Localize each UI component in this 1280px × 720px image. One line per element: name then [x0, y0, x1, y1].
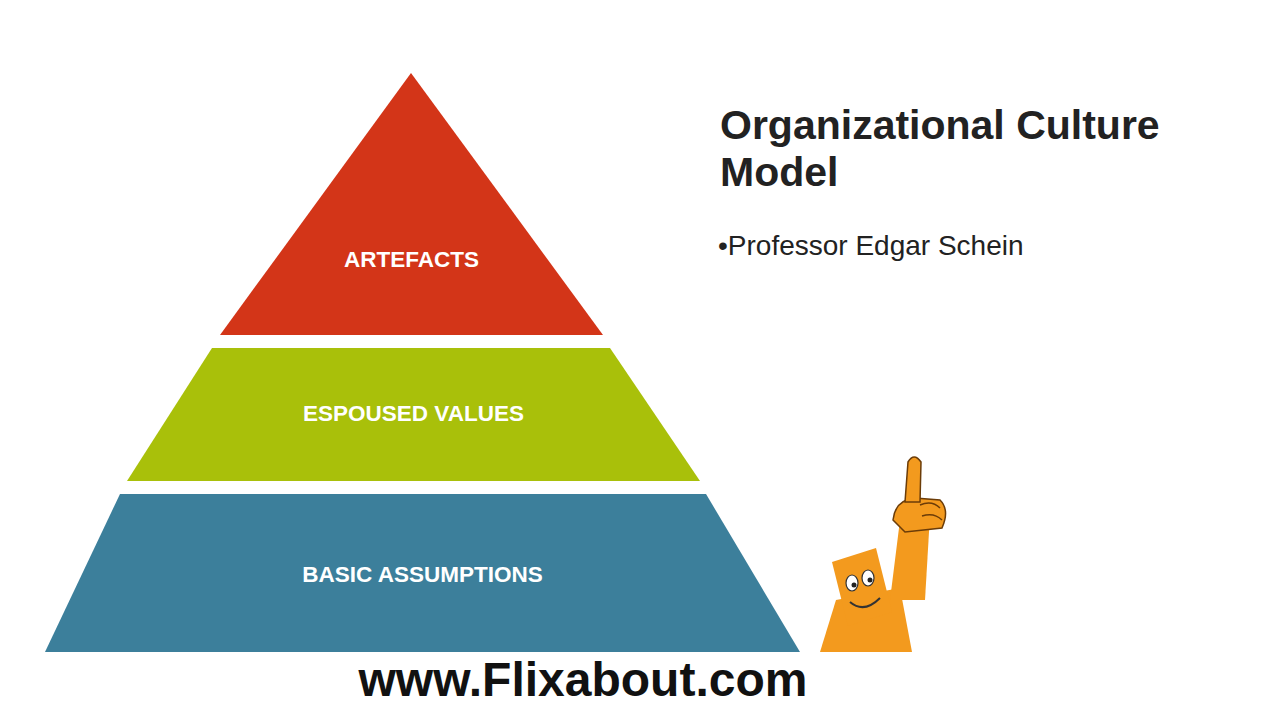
layer-label: BASIC ASSUMPTIONS: [45, 562, 800, 588]
pyramid-base: BASIC ASSUMPTIONS: [45, 494, 800, 652]
layer-label: ARTEFACTS: [220, 247, 603, 273]
band-fill: [220, 73, 603, 335]
pyramid-apex: ARTEFACTS: [220, 73, 603, 335]
layer-label: ESPOUSED VALUES: [127, 401, 700, 427]
band-fill: [127, 348, 700, 481]
band-fill: [45, 494, 800, 652]
band-shape: [220, 73, 603, 335]
pyramid-band: ESPOUSED VALUES: [127, 348, 700, 481]
pointing-man: [820, 457, 946, 652]
subtitle: •Professor Edgar Schein: [718, 230, 1024, 262]
watermark-url: www.Flixabout.com: [0, 652, 1166, 707]
title: Organizational Culture Model: [720, 102, 1260, 196]
